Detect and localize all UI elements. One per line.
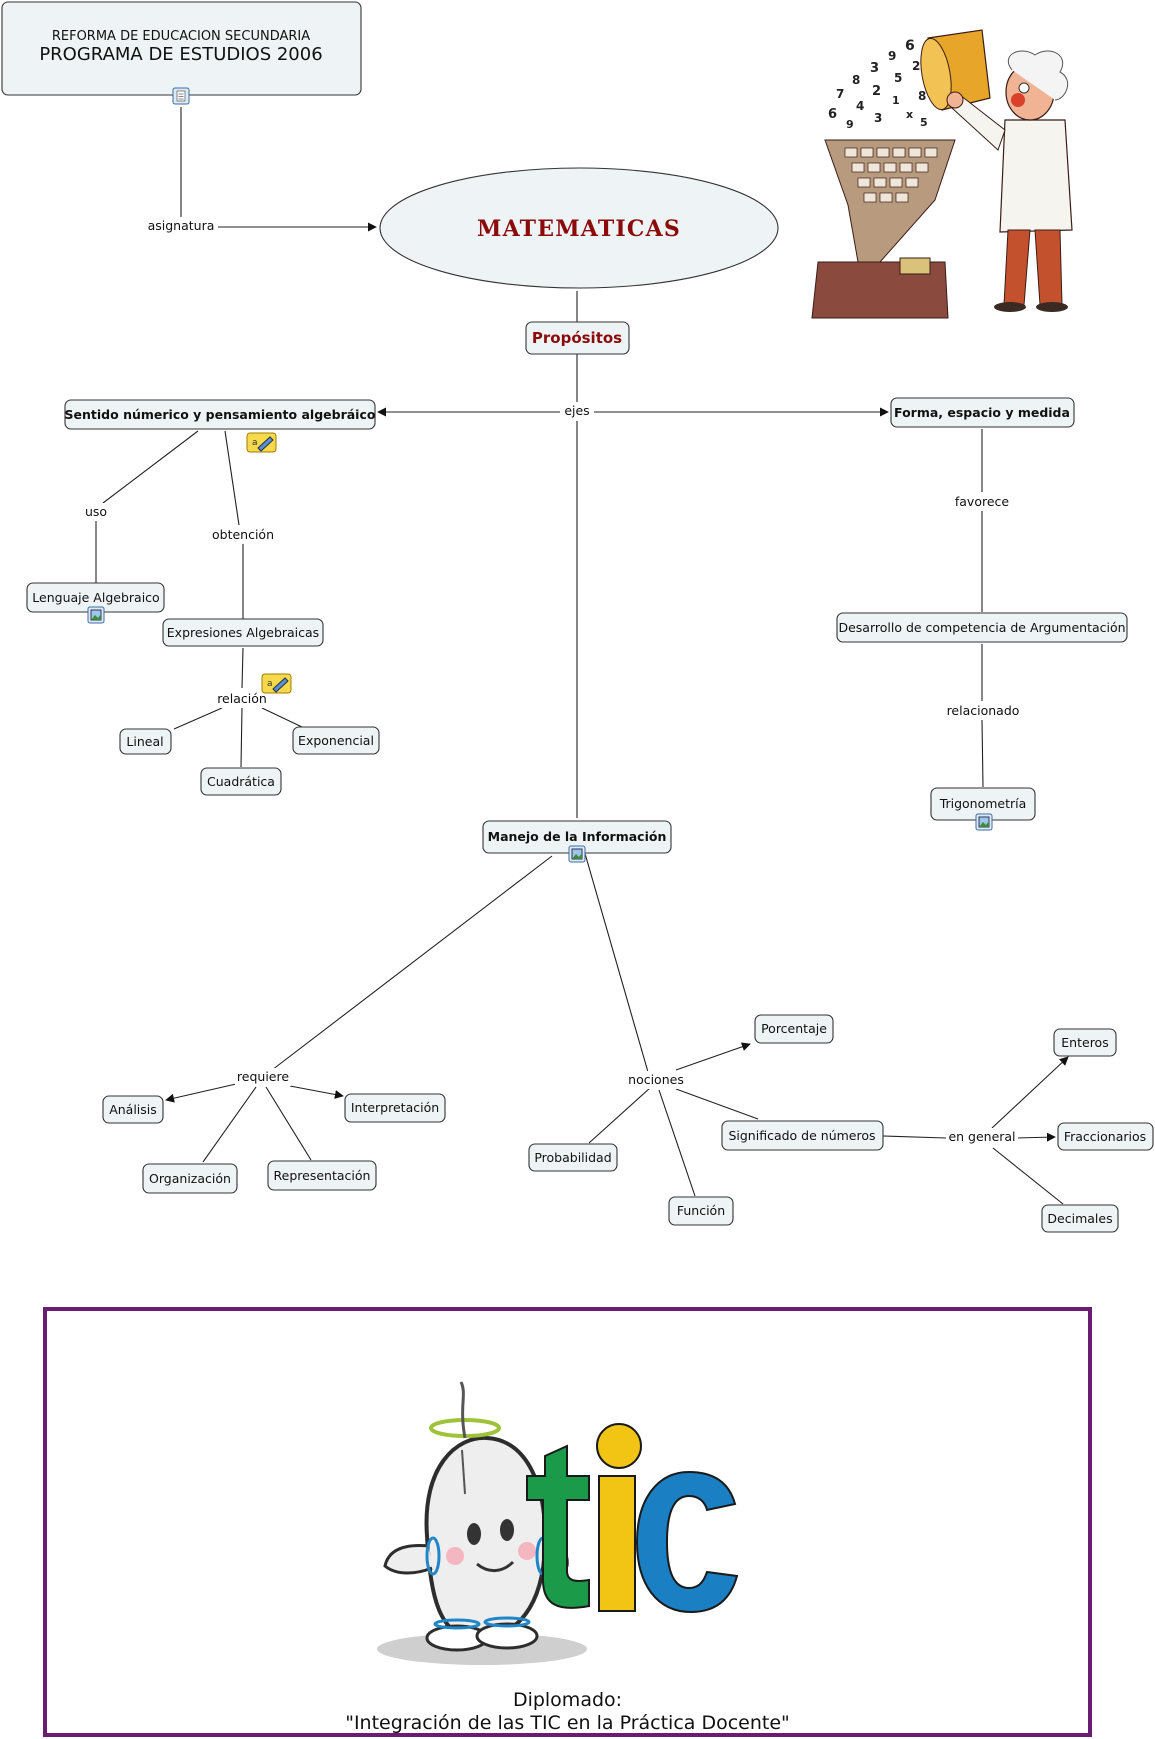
link-text-asignatura: asignatura <box>148 218 215 233</box>
node-decimales-label: Decimales <box>1047 1211 1112 1226</box>
node-significado-label: Significado de números <box>728 1128 875 1143</box>
node-trigonometria-label: Trigonometría <box>939 796 1027 811</box>
link-label-requiere: requiere <box>235 1068 291 1086</box>
node-organizacion-label: Organización <box>149 1171 231 1186</box>
node-exponencial[interactable]: Exponencial <box>292 726 380 755</box>
node-fraccionarios[interactable]: Fraccionarios <box>1057 1122 1154 1151</box>
svg-text:5: 5 <box>920 116 928 129</box>
image-icon[interactable] <box>975 813 993 831</box>
main-concept-title: MATEMATICAS <box>477 216 681 242</box>
header-title: PROGRAMA DE ESTUDIOS 2006 <box>39 44 322 65</box>
image-icon[interactable] <box>568 845 586 863</box>
node-analisis[interactable]: Análisis <box>102 1095 164 1124</box>
node-representacion[interactable]: Representación <box>267 1160 377 1191</box>
svg-text:3: 3 <box>870 61 879 76</box>
node-trigonometria[interactable]: Trigonometría <box>930 787 1036 821</box>
note-icon[interactable]: a <box>246 432 277 453</box>
footer-caption: Diplomado: "Integración de las TIC en la… <box>47 1689 1088 1735</box>
node-significado[interactable]: Significado de números <box>721 1120 884 1151</box>
svg-text:7: 7 <box>836 87 844 101</box>
node-expresiones-label: Expresiones Algebraicas <box>167 625 319 640</box>
link-label-nociones: nociones <box>626 1071 686 1089</box>
node-funcion-label: Función <box>677 1203 725 1218</box>
node-lenguaje[interactable]: Lenguaje Algebraico <box>26 582 165 613</box>
header-node[interactable]: REFORMA DE EDUCACION SECUNDARIA PROGRAMA… <box>1 1 362 96</box>
node-porcentaje[interactable]: Porcentaje <box>754 1014 834 1044</box>
svg-text:5: 5 <box>894 71 902 85</box>
node-interpretacion[interactable]: Interpretación <box>344 1093 446 1123</box>
node-lenguaje-label: Lenguaje Algebraico <box>32 590 159 605</box>
node-probabilidad[interactable]: Probabilidad <box>528 1143 618 1172</box>
node-representacion-label: Representación <box>274 1168 371 1183</box>
link-text-relacion: relación <box>217 691 267 706</box>
node-fraccionarios-label: Fraccionarios <box>1064 1129 1146 1144</box>
svg-text:x: x <box>906 108 913 121</box>
link-label-obtencion: obtención <box>210 526 276 544</box>
link-label-asignatura: asignatura <box>144 217 218 235</box>
link-text-requiere: requiere <box>237 1069 289 1084</box>
node-decimales[interactable]: Decimales <box>1041 1204 1119 1233</box>
node-expresiones[interactable]: Expresiones Algebraicas <box>162 618 324 647</box>
link-label-favorece: favorece <box>952 493 1012 511</box>
link-text-uso: uso <box>85 504 107 519</box>
footer-line-1: Diplomado: <box>512 1689 623 1711</box>
node-enteros-label: Enteros <box>1061 1035 1108 1050</box>
document-icon[interactable] <box>172 87 190 105</box>
svg-text:8: 8 <box>918 89 926 103</box>
link-label-ejes: ejes <box>560 402 594 420</box>
link-text-nociones: nociones <box>628 1072 684 1087</box>
svg-text:2: 2 <box>872 84 881 99</box>
node-exponencial-label: Exponencial <box>298 733 374 748</box>
link-text-relacionado: relacionado <box>947 703 1020 718</box>
svg-text:a: a <box>252 438 258 448</box>
node-organizacion[interactable]: Organización <box>142 1163 238 1194</box>
node-forma[interactable]: Forma, espacio y medida <box>890 397 1075 428</box>
node-desarrollo-label: Desarrollo de competencia de Argumentaci… <box>838 620 1125 635</box>
node-funcion[interactable]: Función <box>668 1196 734 1226</box>
svg-text:3: 3 <box>874 111 882 125</box>
svg-text:9: 9 <box>888 49 896 63</box>
node-desarrollo[interactable]: Desarrollo de competencia de Argumentaci… <box>836 612 1128 643</box>
link-label-en-general: en general <box>946 1128 1018 1146</box>
node-sentido[interactable]: Sentido númerico y pensamiento algebráic… <box>64 399 376 430</box>
node-lineal-label: Lineal <box>126 734 163 749</box>
connections <box>95 107 1069 1205</box>
svg-text:6: 6 <box>905 38 915 54</box>
header-subtitle: REFORMA DE EDUCACION SECUNDARIA <box>52 29 310 44</box>
link-label-uso: uso <box>80 503 112 521</box>
svg-text:6: 6 <box>828 107 837 122</box>
svg-text:2: 2 <box>912 59 920 73</box>
node-lineal[interactable]: Lineal <box>119 728 172 755</box>
purposes-label: Propósitos <box>532 329 622 347</box>
node-interpretacion-label: Interpretación <box>351 1100 439 1115</box>
link-text-favorece: favorece <box>955 494 1010 509</box>
node-porcentaje-label: Porcentaje <box>761 1021 827 1036</box>
link-label-relacion: relación <box>214 690 270 708</box>
footer-line-2: "Integración de las TIC en la Práctica D… <box>345 1712 790 1734</box>
node-cuadratica[interactable]: Cuadrática <box>200 767 282 796</box>
node-enteros[interactable]: Enteros <box>1053 1028 1117 1057</box>
svg-text:4: 4 <box>856 99 864 113</box>
image-icon[interactable] <box>87 606 105 624</box>
node-cuadratica-label: Cuadrática <box>207 774 275 789</box>
footer-frame: Diplomado: "Integración de las TIC en la… <box>43 1307 1092 1737</box>
link-text-en-general: en general <box>948 1129 1015 1144</box>
link-text-ejes: ejes <box>564 403 589 418</box>
tic-logo <box>377 1381 739 1665</box>
svg-text:1: 1 <box>892 94 900 107</box>
svg-text:9: 9 <box>846 118 854 131</box>
link-text-obtencion: obtención <box>212 527 274 542</box>
link-label-relacionado: relacionado <box>944 702 1022 720</box>
svg-text:a: a <box>267 679 273 689</box>
node-forma-label: Forma, espacio y medida <box>894 405 1070 420</box>
main-concept-node[interactable]: MATEMATICAS <box>379 167 779 289</box>
svg-text:8: 8 <box>852 73 860 87</box>
note-icon[interactable]: a <box>261 673 292 694</box>
node-manejo-label: Manejo de la Información <box>488 829 667 844</box>
node-analisis-label: Análisis <box>109 1102 157 1117</box>
node-sentido-label: Sentido númerico y pensamiento algebráic… <box>65 407 376 422</box>
purposes-node[interactable]: Propósitos <box>525 321 630 355</box>
node-probabilidad-label: Probabilidad <box>534 1150 611 1165</box>
